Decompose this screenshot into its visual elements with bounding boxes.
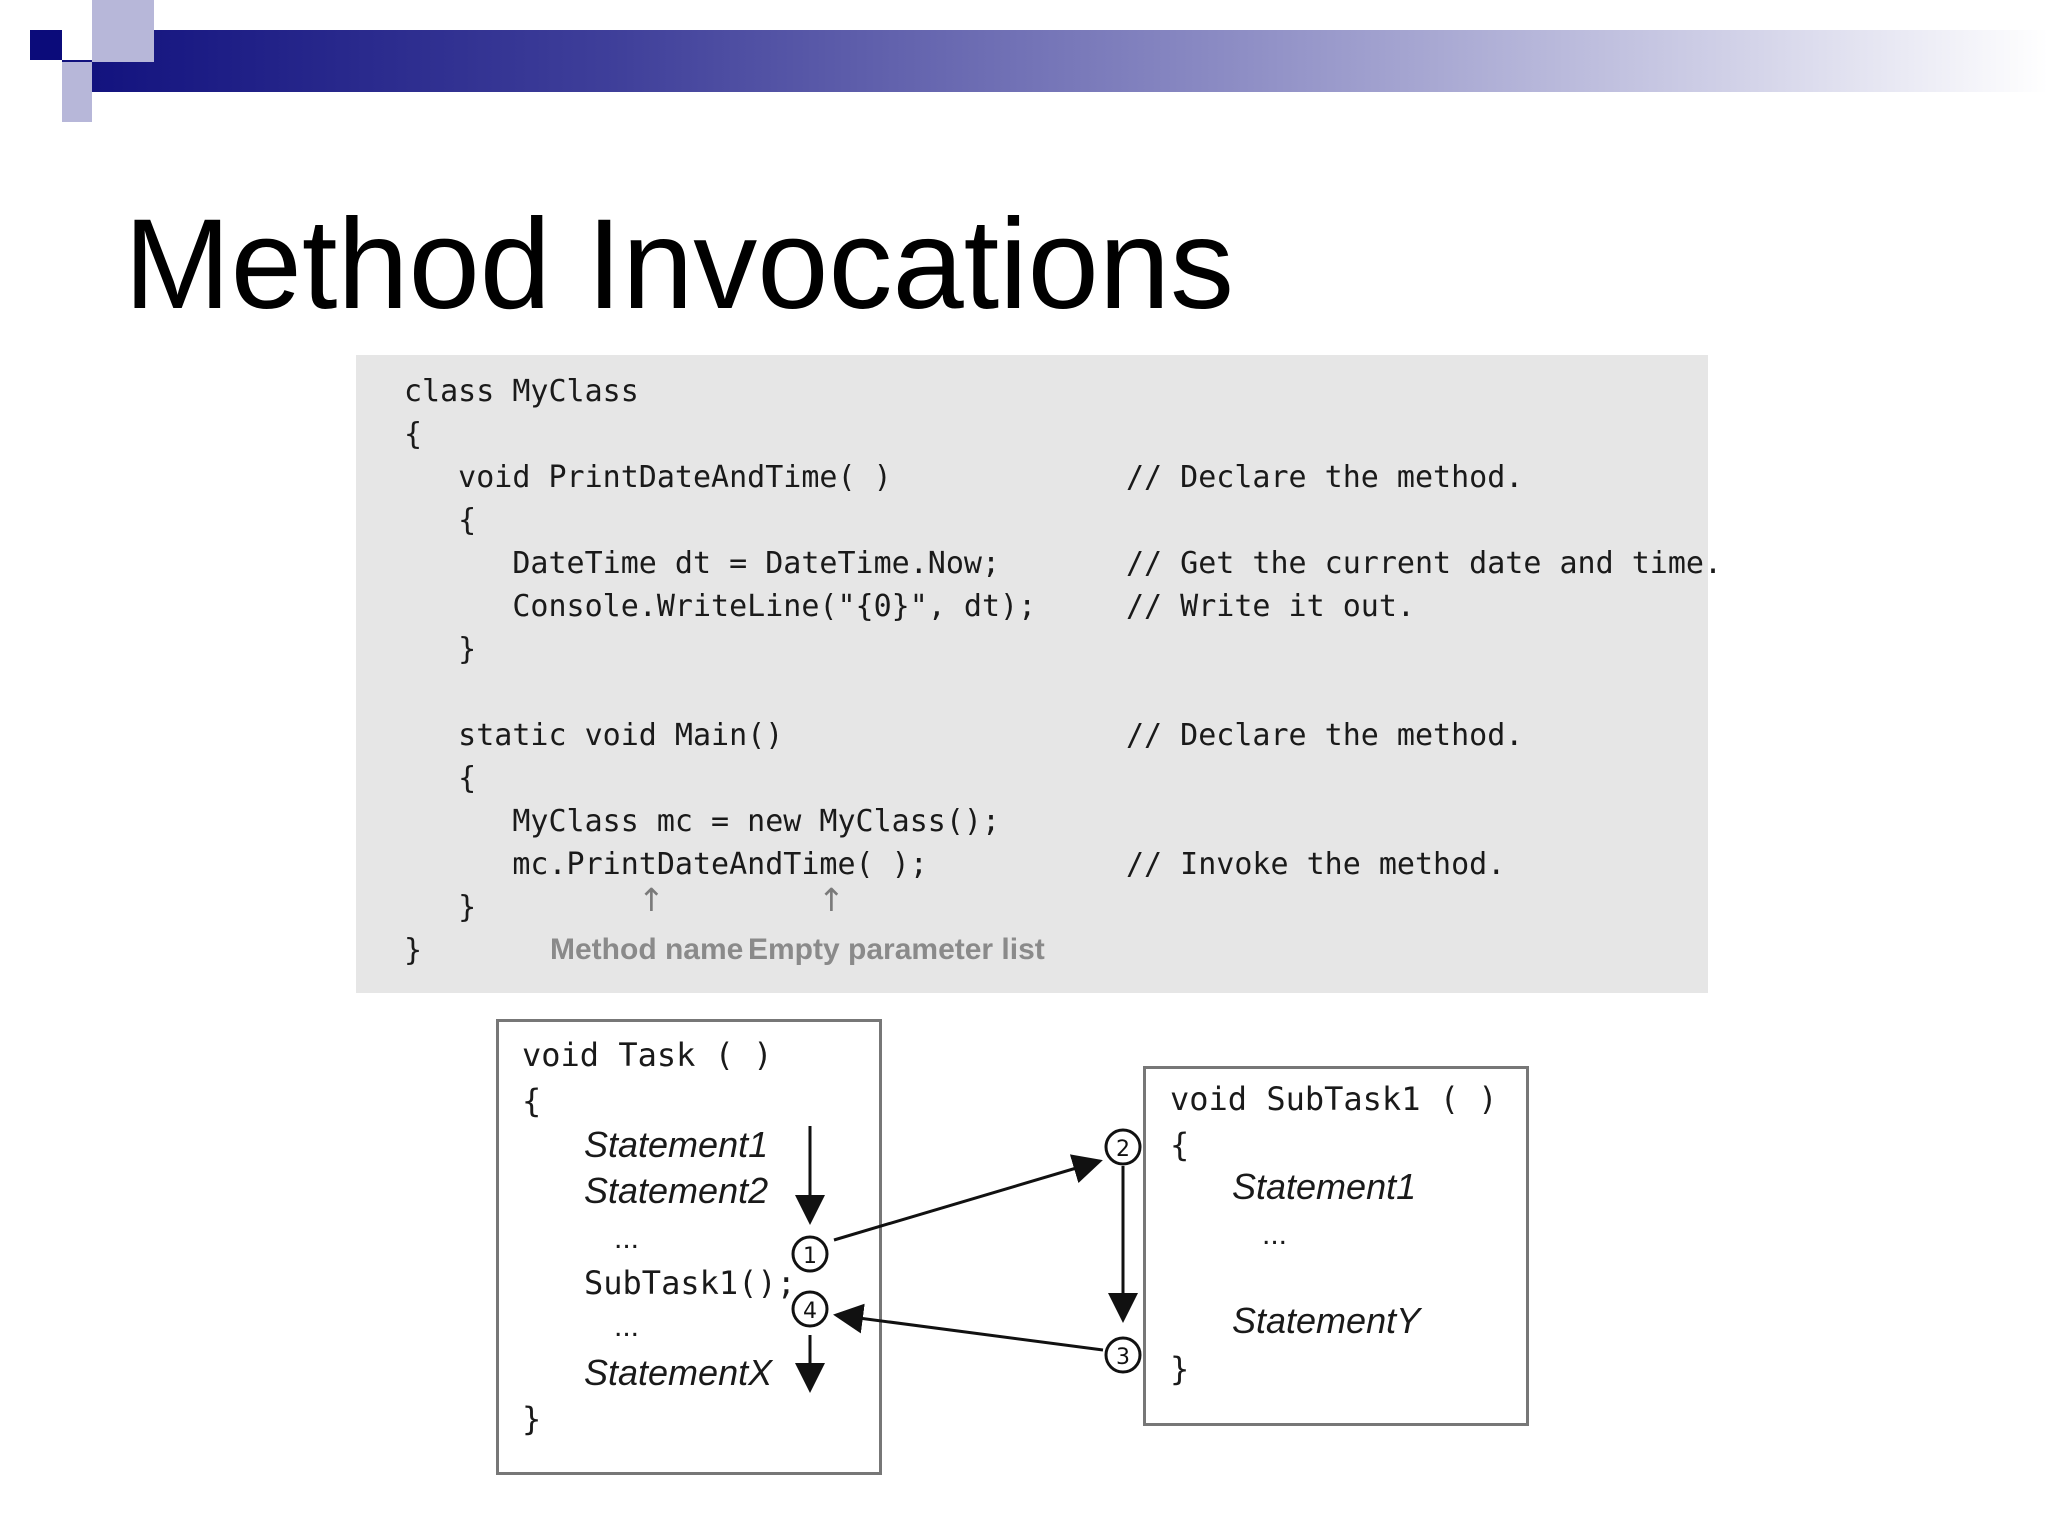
code-line: }: [404, 890, 477, 925]
task-signature: void Task ( ): [522, 1036, 773, 1074]
task-open-brace: {: [522, 1082, 542, 1120]
return-arrow: [833, 1303, 1104, 1352]
svg-text:2: 2: [1116, 1137, 1130, 1162]
header-square-decoration: [62, 62, 92, 92]
header-square-decoration: [0, 30, 30, 60]
step-marker-3: 3: [1104, 1336, 1142, 1374]
step-marker-1: 1: [791, 1235, 829, 1273]
code-comment: // Declare the method.: [1126, 718, 1524, 753]
svg-text:4: 4: [803, 1299, 817, 1324]
subtask-close-brace: }: [1170, 1350, 1190, 1388]
code-listing-panel: class MyClass { void PrintDateAndTime( )…: [356, 355, 1722, 993]
call-arrow: [833, 1154, 1103, 1242]
step-marker-2: 2: [1104, 1128, 1142, 1166]
method-name-caption: Method name: [550, 933, 744, 966]
code-line: class MyClass: [404, 374, 639, 409]
empty-param-list-caption: Empty parameter list: [748, 933, 1045, 966]
subtask-statement1: Statement1: [1232, 1166, 1417, 1207]
task-statement1: Statement1: [584, 1124, 769, 1165]
code-line: static void Main(): [404, 718, 784, 753]
task-statementx: StatementX: [584, 1352, 773, 1393]
code-line: {: [404, 503, 477, 538]
task-subtask-call: SubTask1();: [584, 1264, 796, 1302]
code-line: DateTime dt = DateTime.Now;: [404, 546, 1001, 581]
svg-text:3: 3: [1116, 1345, 1130, 1370]
subtask-signature: void SubTask1 ( ): [1170, 1080, 1498, 1118]
svg-text:1: 1: [803, 1244, 817, 1269]
subtask-statementy: StatementY: [1232, 1300, 1421, 1341]
code-line: {: [404, 417, 423, 452]
code-comment: // Get the current date and time.: [1126, 546, 1723, 581]
code-comment: // Invoke the method.: [1126, 847, 1506, 882]
subtask-ellipsis: ...: [1262, 1218, 1288, 1251]
header-square-decoration: [0, 0, 92, 30]
task-ellipsis: ...: [614, 1310, 640, 1343]
code-line: }: [404, 933, 423, 968]
slide-title: Method Invocations: [124, 193, 1234, 336]
method-name-pointer-icon: ↑: [638, 881, 665, 919]
code-line: mc.PrintDateAndTime( );: [404, 847, 928, 882]
header-square-decoration: [62, 30, 92, 60]
header-square-decoration: [92, 0, 154, 30]
code-line: Console.WriteLine("{0}", dt);: [404, 589, 1037, 624]
header-square-decoration: [92, 30, 154, 62]
code-line: void PrintDateAndTime( ): [404, 460, 892, 495]
header-square-decoration: [0, 92, 62, 124]
code-comment: // Declare the method.: [1126, 460, 1524, 495]
code-line: MyClass mc = new MyClass();: [404, 804, 1001, 839]
code-comment: // Write it out.: [1126, 589, 1415, 624]
step-marker-4: 4: [791, 1290, 829, 1328]
header-square-decoration: [0, 60, 62, 92]
task-ellipsis: ...: [614, 1222, 640, 1255]
subtask-open-brace: {: [1170, 1126, 1190, 1164]
header-square-decoration: [30, 30, 62, 60]
code-line: {: [404, 761, 477, 796]
header-gradient-bar: [0, 30, 2048, 92]
task-statement2: Statement2: [584, 1170, 769, 1211]
task-close-brace: }: [522, 1400, 542, 1438]
code-line: }: [404, 632, 477, 667]
subtask-method-box: [1143, 1066, 1529, 1426]
param-list-pointer-icon: ↑: [818, 881, 845, 919]
header-square-decoration: [62, 92, 92, 122]
